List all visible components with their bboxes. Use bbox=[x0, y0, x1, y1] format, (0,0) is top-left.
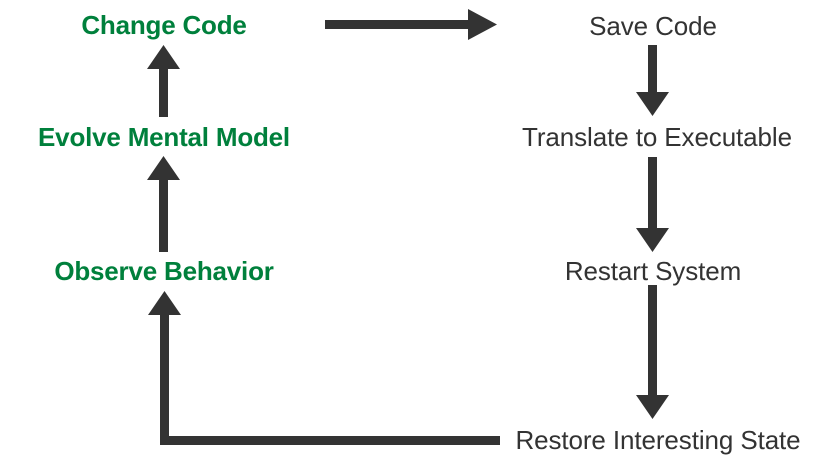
node-translate-to-executable[interactable]: Translate to Executable bbox=[522, 122, 792, 152]
connector-observe-to-evolve bbox=[147, 156, 180, 252]
arrow-head-down-icon bbox=[636, 395, 669, 419]
node-restart-system[interactable]: Restart System bbox=[564, 256, 742, 286]
connector-restart-to-restore bbox=[636, 285, 669, 419]
arrow-stem bbox=[159, 61, 168, 117]
connector-save-to-translate bbox=[636, 45, 669, 116]
arrow-stem-horizontal bbox=[160, 436, 500, 445]
node-save-code[interactable]: Save Code bbox=[589, 11, 717, 41]
node-restore-interesting-state[interactable]: Restore Interesting State bbox=[515, 425, 801, 455]
connector-restore-to-observe bbox=[148, 291, 500, 445]
arrow-head-up-icon bbox=[147, 45, 180, 69]
connector-translate-to-restart bbox=[636, 157, 669, 252]
arrow-stem bbox=[648, 45, 657, 99]
arrow-head-down-icon bbox=[636, 92, 669, 116]
arrow-stem bbox=[159, 172, 168, 252]
connector-change-to-save bbox=[325, 9, 497, 40]
arrow-stem-vertical bbox=[160, 307, 169, 443]
arrow-stem bbox=[648, 285, 657, 399]
arrow-stem bbox=[648, 157, 657, 234]
arrow-head-down-icon bbox=[636, 228, 669, 252]
node-observe-behavior[interactable]: Observe Behavior bbox=[54, 256, 274, 286]
arrow-head-right-icon bbox=[468, 9, 497, 40]
arrow-head-up-icon bbox=[147, 156, 180, 180]
arrow-head-up-icon bbox=[148, 291, 181, 315]
node-change-code[interactable]: Change Code bbox=[81, 10, 247, 40]
arrow-stem bbox=[325, 20, 475, 29]
node-evolve-mental-model[interactable]: Evolve Mental Model bbox=[38, 122, 290, 152]
connector-evolve-to-change bbox=[147, 45, 180, 117]
